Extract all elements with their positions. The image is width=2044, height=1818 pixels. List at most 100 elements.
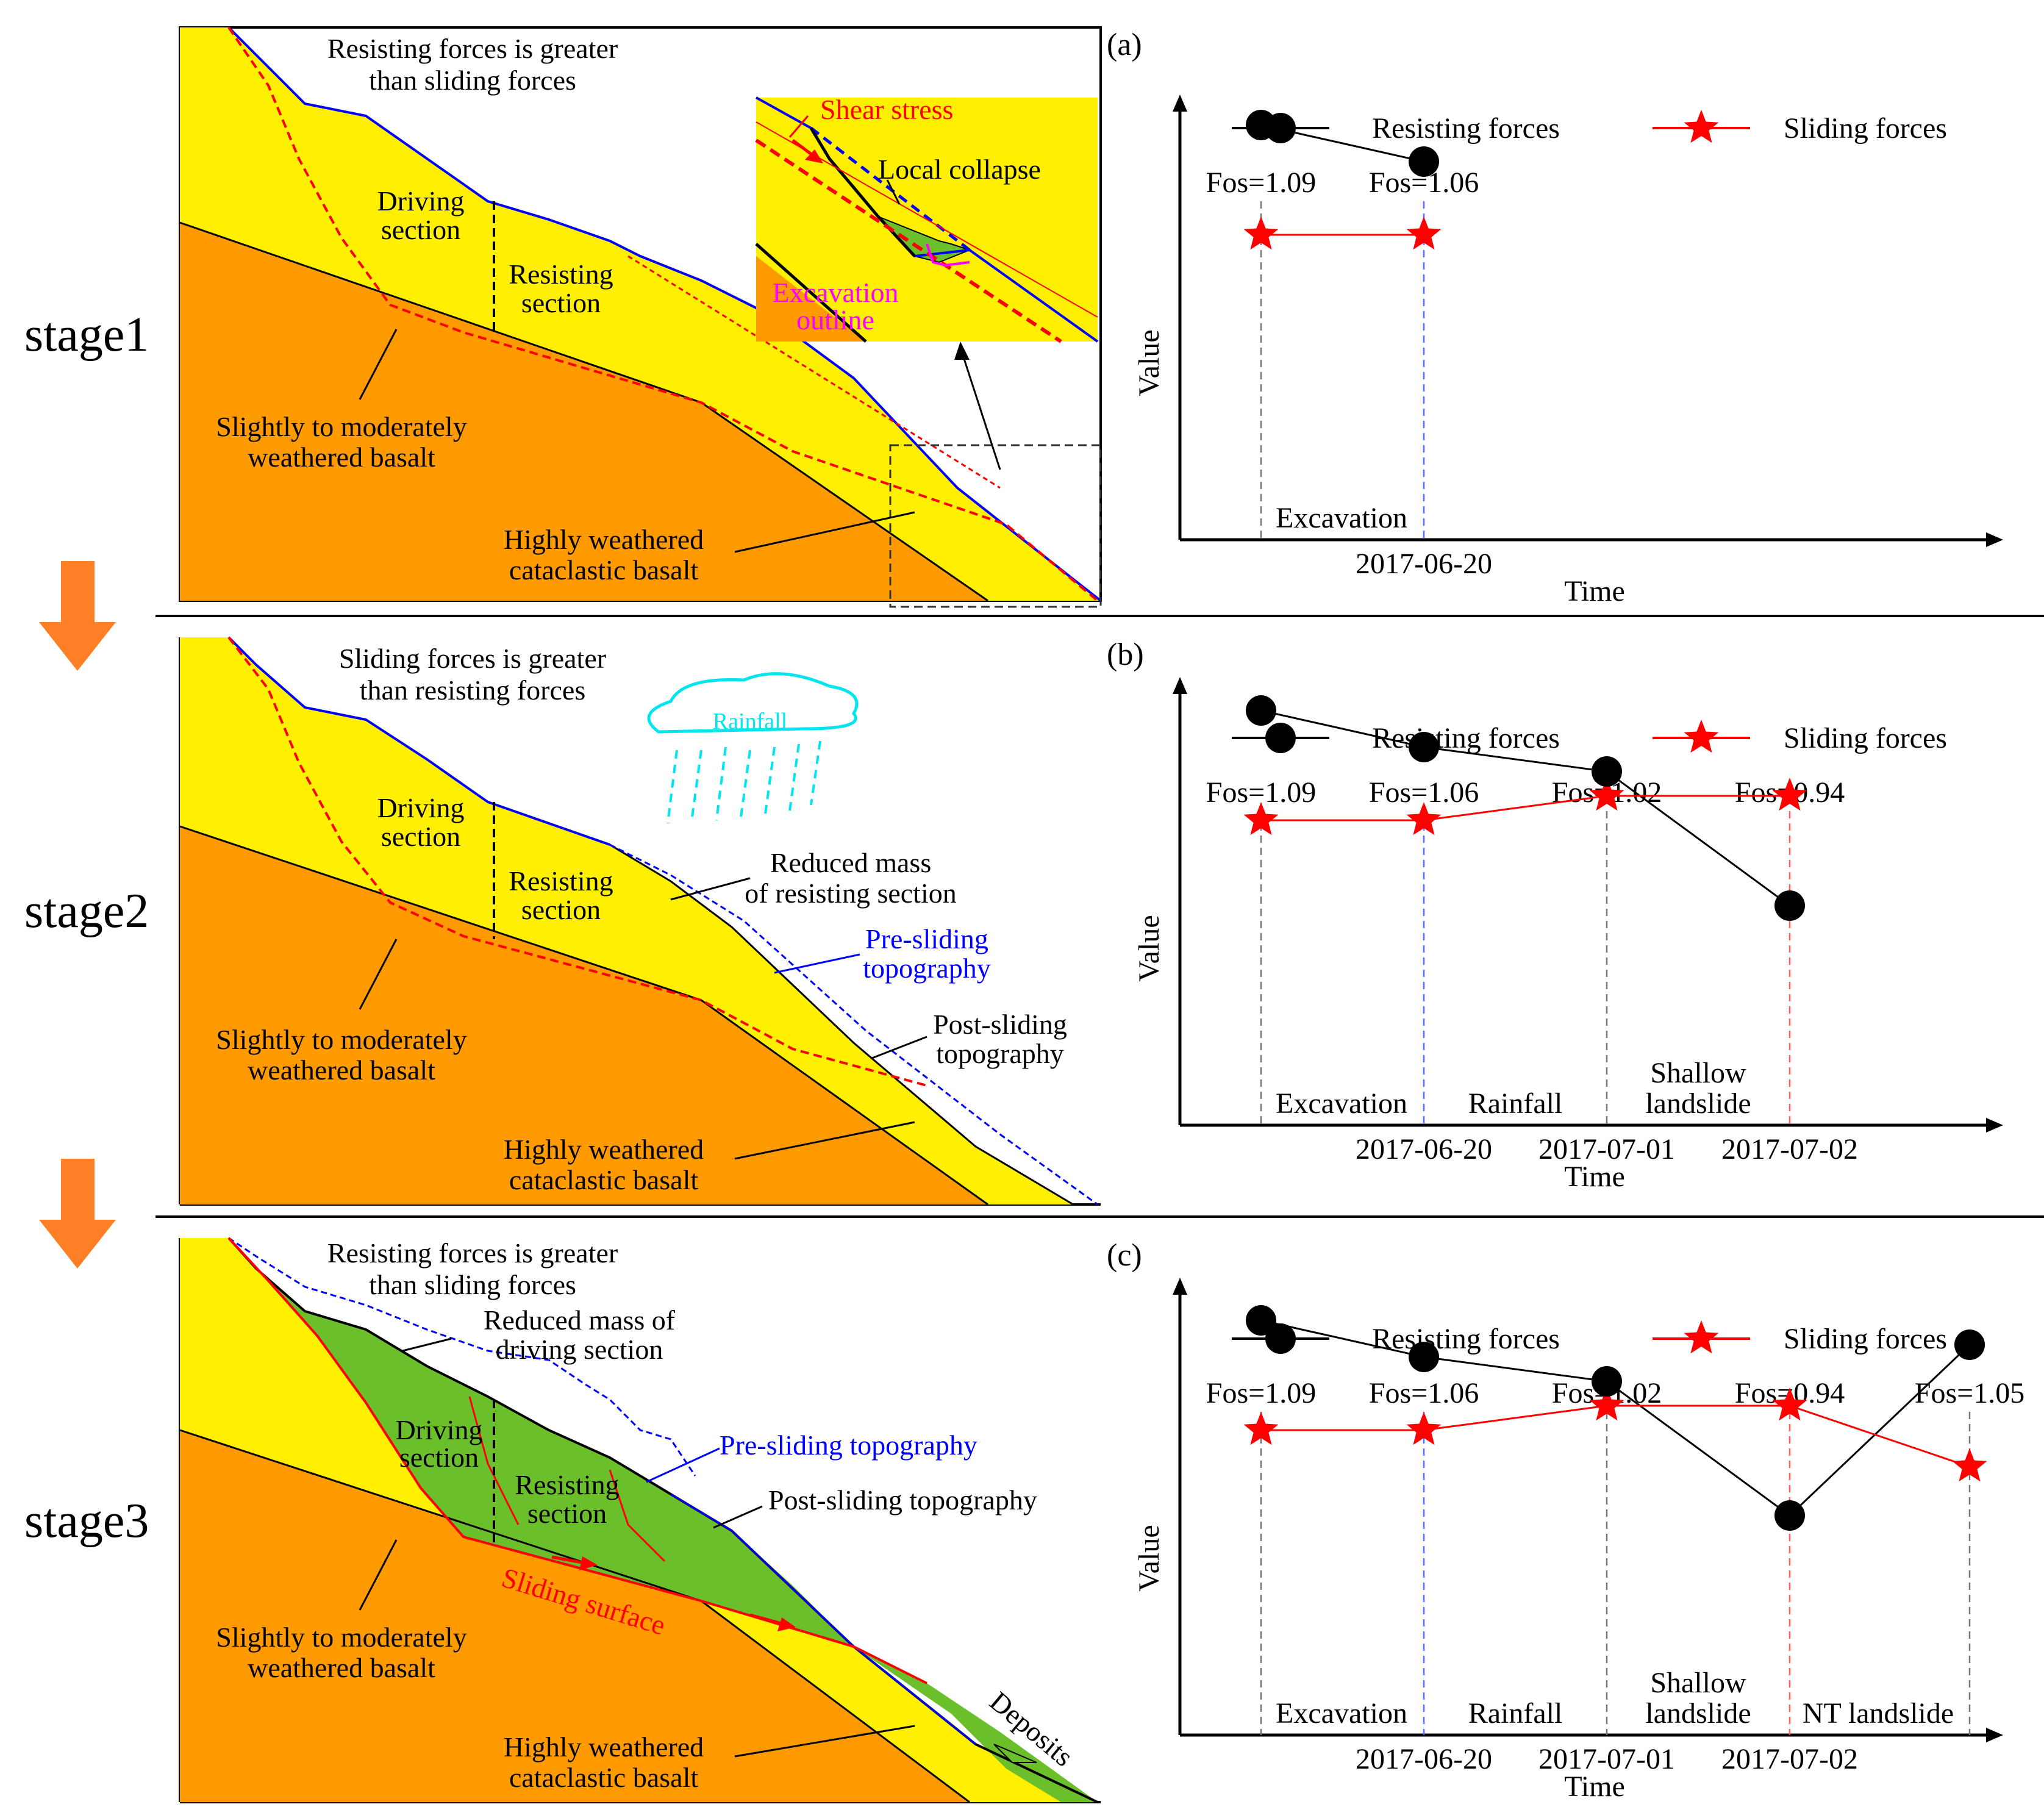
chart-2-sliding-point-1 [1406,1412,1442,1445]
chart-0-sliding-point-0 [1243,217,1279,250]
chart-1-phase-0: Excavation [1276,1087,1407,1120]
inset-shear-stress-label: Shear stress [820,94,953,125]
stage2-resisting-line2: section [521,894,601,925]
stage1-inset-arrowhead [954,342,970,360]
stage2-bedrock [180,826,988,1204]
chart-1-resisting-point-1 [1409,732,1439,762]
chart-1-x-arrowhead [1986,1118,2003,1133]
stage2-sliding-surface [227,636,927,1087]
chart-0-x-arrowhead [1986,532,2003,547]
chart-1-x-tick-2: 2017-07-01 [1538,1133,1675,1165]
chart-0-phase-0: Excavation [1276,502,1407,534]
stage2-resisting-line1: Resisting [509,865,613,896]
stage1-weathered-line1: Highly weathered [504,524,704,555]
stage3-post-sliding-label: Post-sliding topography [768,1484,1037,1516]
stage2-pre-line2: topography [863,953,991,984]
inset-shear-arrowhead [805,149,823,163]
chart-1-panel-label: (b) [1107,637,1144,672]
chart-2-fos-label-1: Fos=1.06 [1369,1377,1479,1409]
stage1-cross-section [179,26,1102,608]
chart-1-legend-sliding-label: Sliding forces [1784,722,1947,754]
chart-1-sliding-point-3 [1772,778,1807,811]
chart-2-x-arrowhead [1986,1728,2003,1742]
stage2-weathered-leader [734,1121,915,1160]
stage2-title-line2: than resisting forces [360,675,585,706]
stage1-label: stage1 [24,308,149,362]
stage1-title-line1: Resisting forces is greater [327,33,618,64]
chart-1-x-tick-3: 2017-07-02 [1721,1133,1858,1165]
inset-pre-topography [810,127,971,251]
chart-0-y-arrowhead [1173,95,1187,112]
inset-excavation-line2: outline [796,304,874,335]
inset-excavation-outline [926,243,970,267]
chart-2-panel-label: (c) [1107,1238,1142,1273]
chart-1-legend-resisting-marker [1265,723,1296,753]
stage3-bedrock-line2: weathered basalt [248,1652,435,1683]
inset-collapse-scarp [809,127,916,257]
stage1-title-line2: than sliding forces [369,65,576,96]
stage3-reduced-line2: driving section [496,1334,663,1365]
stage3-slide-arrow-2 [749,1613,784,1626]
chart-1-x-tick-1: 2017-06-20 [1356,1133,1492,1165]
chart-2-resisting-point-1 [1409,1342,1439,1372]
stage1-resisting-line2: section [521,287,601,318]
stage3-driving-line2: section [399,1442,479,1473]
stage2-weathered-line1: Highly weathered [504,1134,704,1165]
chart-1-y-axis-title: Value [1133,915,1165,981]
inset-bedrock [756,256,866,342]
stage3-bedrock-leader [359,1539,398,1611]
chart-0-x-tick-1: 2017-06-20 [1356,548,1492,580]
chart-1-y-arrowhead [1173,677,1187,694]
stage3-slide-arrowhead-2 [777,1617,796,1631]
chart-2-sliding-point-4 [1952,1448,1987,1482]
chart-2-phase-3: NT landslide [1803,1697,1954,1730]
chart-2-sliding-point-3 [1772,1387,1807,1421]
stage2-driving-line2: section [381,821,460,852]
stage3-bedrock-line1: Slightly to moderately [216,1622,466,1653]
stage1-bedrock-line2: weathered basalt [248,442,435,473]
chart-2-resisting-point-0 [1246,1305,1276,1336]
stage1-shallow-surface [627,255,1001,489]
stage3-resisting-line2: section [527,1498,607,1529]
chart-2-x-axis-title: Time [1564,1770,1625,1803]
stage2-post-leader [871,1036,927,1059]
stage1-bedrock [180,223,988,601]
stage1-inset-arrow [959,347,1001,470]
chart-2-phase-1: Rainfall [1468,1697,1563,1730]
stage3-title-line2: than sliding forces [369,1269,576,1300]
stage2-weathered-zone [180,637,1073,1204]
stage2-pre-leader [774,953,860,974]
chart-1-resisting-point-2 [1592,756,1622,787]
chart-0-y-axis-title: Value [1133,329,1165,396]
chart-1-legend-resisting-label: Resisting forces [1372,722,1560,754]
chart-2-y-arrowhead [1173,1278,1187,1295]
stage2-topography [227,636,610,846]
chart-1-phase-1: Rainfall [1468,1087,1563,1120]
rainfall-label: Rainfall [713,709,787,734]
stage1-resisting-line1: Resisting [509,259,613,290]
stage3-slide-arrow-1 [551,1555,586,1565]
stage2-reduced-leader [670,877,751,901]
stage3-title-line1: Resisting forces is greater [327,1237,618,1269]
stage3-bedrock [180,1430,970,1802]
chart-2-resisting-point-3 [1774,1500,1805,1531]
stage3-driving-line1: Driving [395,1414,482,1445]
chart-2-y-axis-title: Value [1133,1525,1165,1591]
stage3-pre-leader [646,1447,720,1483]
stage3-internal-shear-2 [609,1469,666,1562]
chart-0-x-axis-title: Time [1564,575,1625,607]
chart-1-sliding-point-0 [1243,802,1279,836]
chart-0-legend-sliding-marker [1684,110,1719,143]
chart-2-x-tick-3: 2017-07-02 [1721,1743,1858,1775]
chart-2-legend-resisting-label: Resisting forces [1372,1323,1560,1355]
chart-1-x-axis-title: Time [1564,1161,1625,1193]
chart-0-resisting-point-1 [1409,146,1439,177]
stage3-blue-surface [670,1493,976,1745]
chart-2-legend-sliding-marker [1684,1320,1719,1354]
rain-icon [666,740,821,824]
stage3-pre-sliding-topography [228,1237,696,1476]
inset-collapse-leader [886,179,901,205]
stage3-post-leader [713,1505,763,1529]
